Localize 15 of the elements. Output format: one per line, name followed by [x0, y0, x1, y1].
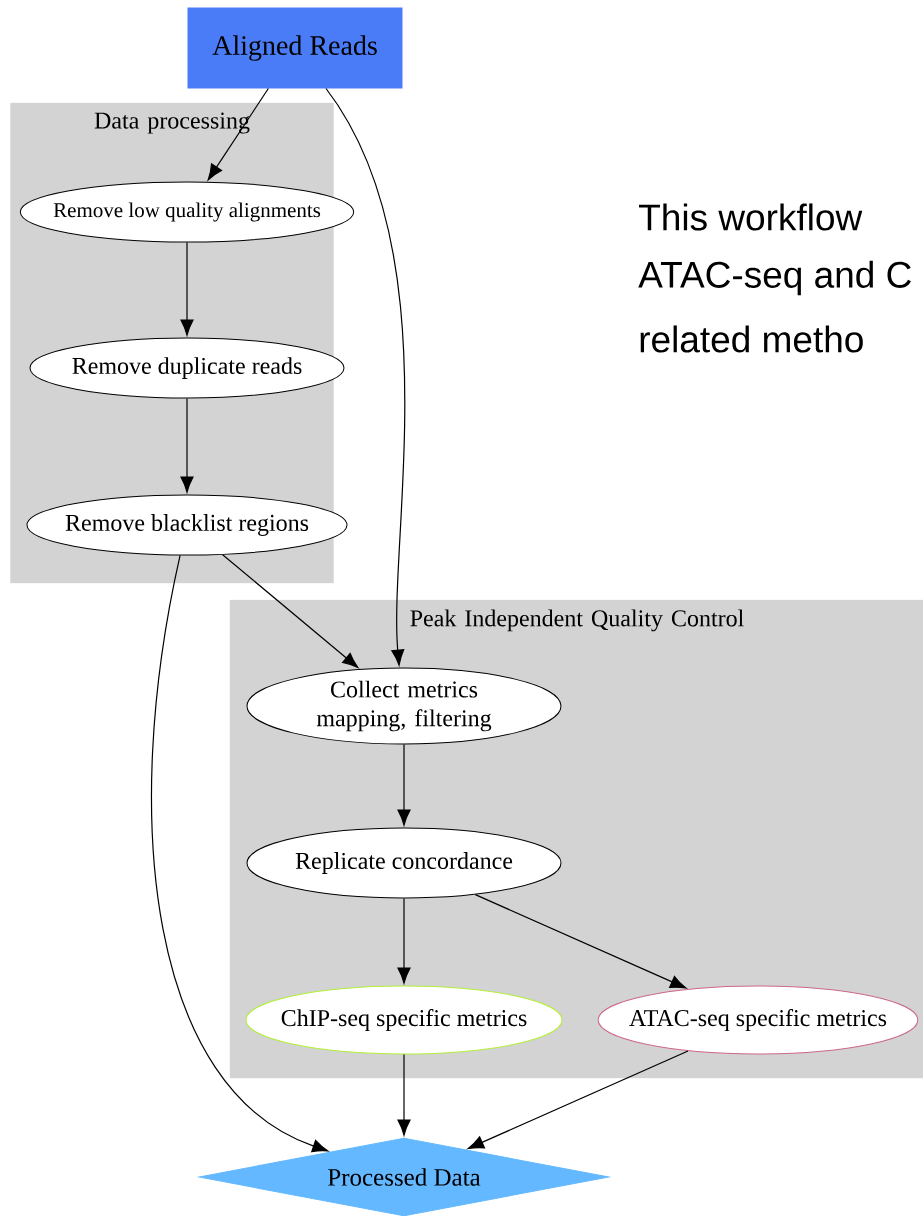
arrow [207, 87, 269, 181]
arrow [397, 743, 411, 826]
arrow [474, 894, 687, 989]
arrow [180, 241, 194, 336]
arrow [325, 87, 406, 666]
arrow [397, 1053, 411, 1136]
arrow [151, 554, 329, 1153]
description-text: ATAC-seq and C [638, 260, 911, 296]
input-box: Aligned Reads [187, 7, 403, 89]
description-text: This workflow [639, 203, 863, 231]
description-text: related metho [640, 325, 863, 353]
arrow [222, 554, 359, 669]
arrow [397, 897, 411, 984]
arrow [180, 397, 194, 493]
arrow [467, 1050, 689, 1150]
